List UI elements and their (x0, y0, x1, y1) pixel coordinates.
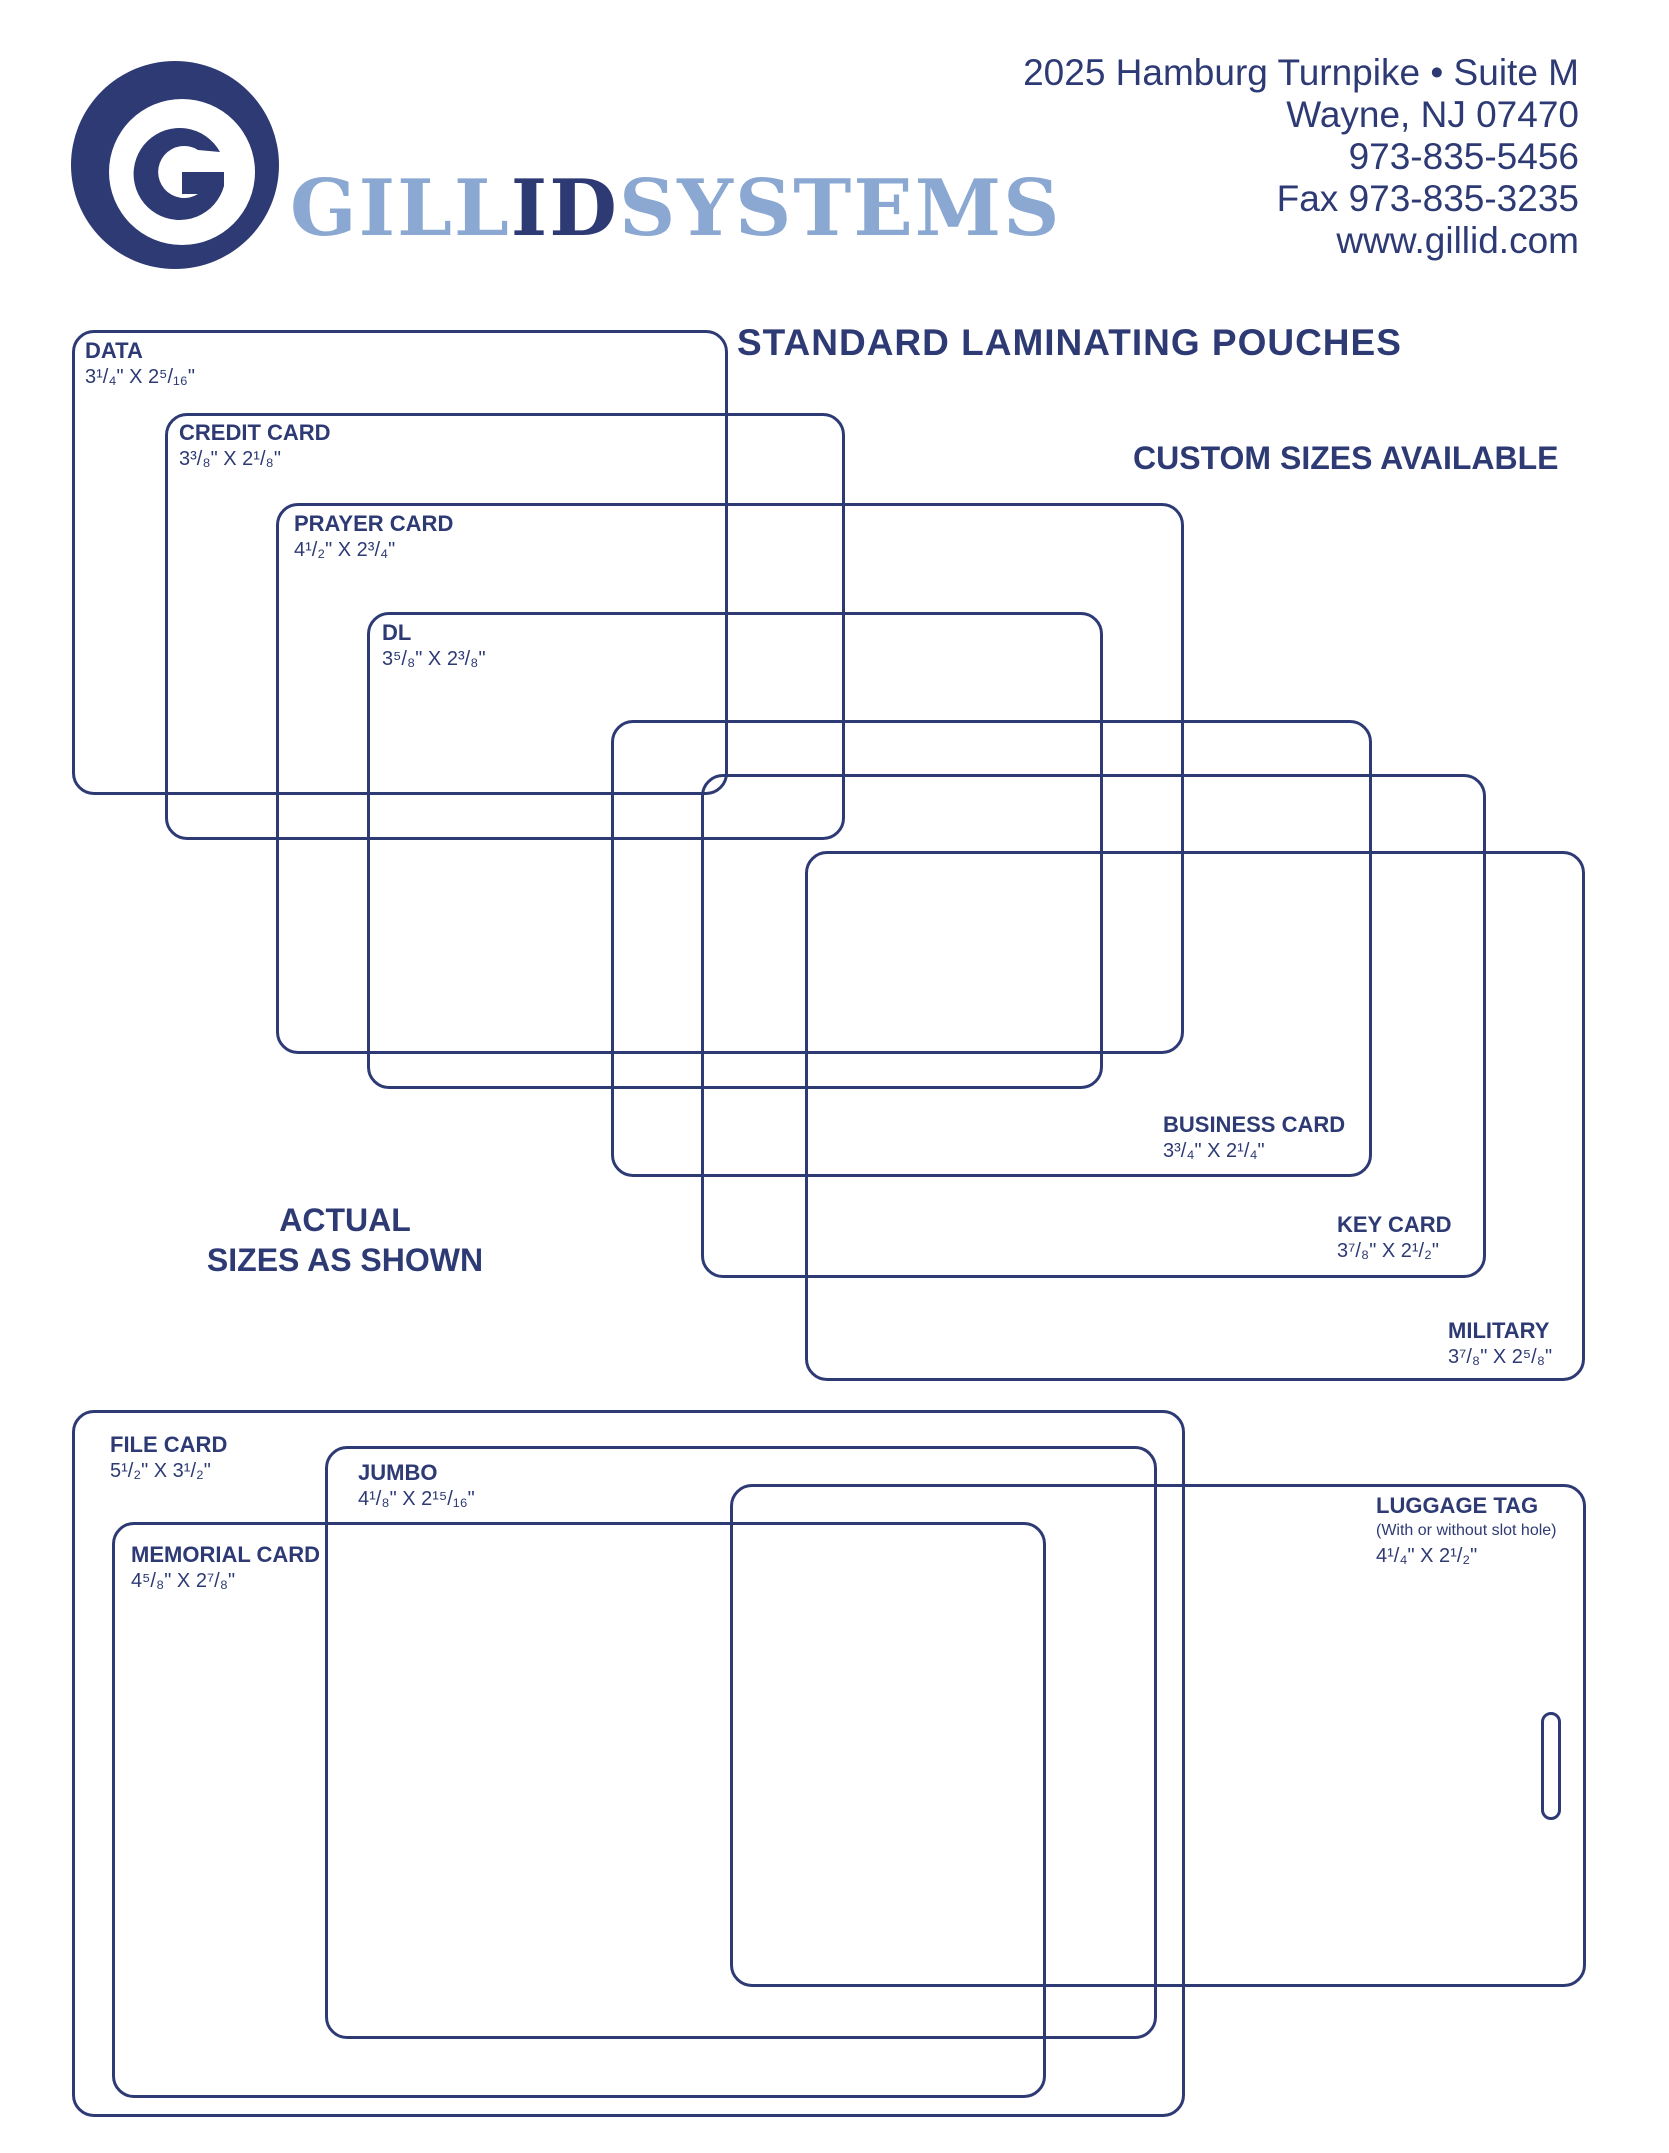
company-address: 2025 Hamburg Turnpike • Suite M Wayne, N… (1023, 52, 1579, 262)
label-jumbo: JUMBO 4¹/₈" X 2¹⁵/₁₆" (358, 1460, 475, 1512)
website-link[interactable]: www.gillid.com (1336, 220, 1579, 261)
custom-sizes-heading: CUSTOM SIZES AVAILABLE (1133, 440, 1559, 476)
pouch-size: 5¹/₂" X 3¹/₂" (110, 1460, 211, 1482)
gillid-g-logo-icon (71, 61, 279, 269)
fax-number: Fax 973-835-3235 (1276, 178, 1579, 219)
pouch-size: 4¹/₄" X 2¹/₂" (1376, 1545, 1478, 1567)
pouch-prayer-card-outline (276, 503, 1184, 1054)
label-luggage-tag: LUGGAGE TAG (With or without slot hole) … (1376, 1493, 1557, 1569)
luggage-tag-slot-hole (1541, 1712, 1561, 1820)
pouch-name: LUGGAGE TAG (1376, 1493, 1539, 1518)
label-military: MILITARY 3⁷/₈" X 2⁵/₈" (1448, 1318, 1552, 1370)
pouch-jumbo-outline (325, 1446, 1157, 2039)
pouch-size: 4¹/₂" X 2³/₄" (294, 539, 396, 561)
pouch-key-card-outline (701, 774, 1486, 1278)
pouch-name: PRAYER CARD (294, 511, 454, 536)
actual-line1: ACTUAL (279, 1202, 411, 1238)
address-line2: Wayne, NJ 07470 (1286, 94, 1579, 135)
pouch-size: 3³/₄" X 2¹/₄" (1163, 1140, 1265, 1162)
label-credit-card: CREDIT CARD 3³/₈" X 2¹/₈" (179, 420, 331, 472)
pouch-name: KEY CARD (1337, 1212, 1452, 1237)
pouch-name: MILITARY (1448, 1318, 1550, 1343)
phone-number: 973-835-5456 (1348, 136, 1579, 177)
pouch-size: 4¹/₈" X 2¹⁵/₁₆" (358, 1488, 475, 1510)
pouch-name: DATA (85, 338, 143, 363)
pouch-note: (With or without slot hole) (1376, 1522, 1557, 1539)
brand-systems: SYSTEMS (618, 163, 1062, 254)
pouch-name: CREDIT CARD (179, 420, 331, 445)
pouch-name: BUSINESS CARD (1163, 1112, 1346, 1137)
pouch-size: 3⁷/₈" X 2⁵/₈" (1448, 1346, 1553, 1368)
label-prayer-card: PRAYER CARD 4¹/₂" X 2³/₄" (294, 511, 453, 563)
pouch-military-outline (805, 851, 1585, 1381)
brand-gill: GILL (290, 163, 511, 254)
pouch-name: MEMORIAL CARD (131, 1542, 321, 1567)
pouch-memorial-card-outline (112, 1522, 1046, 2098)
pouch-business-card-outline (611, 720, 1372, 1177)
actual-line2: SIZES AS SHOWN (206, 1242, 484, 1278)
pouch-file-card-outline (72, 1410, 1185, 2117)
pouch-data-outline (72, 330, 728, 795)
label-key-card: KEY CARD 3⁷/₈" X 2¹/₂" (1337, 1212, 1452, 1264)
pouch-size: 3¹/₄" X 2⁵/₁₆" (85, 366, 195, 388)
pouch-name: JUMBO (358, 1460, 438, 1485)
label-file-card: FILE CARD 5¹/₂" X 3¹/₂" (110, 1432, 227, 1484)
pouch-size: 3⁵/₈" X 2³/₈" (382, 648, 486, 670)
label-dl: DL 3⁵/₈" X 2³/₈" (382, 620, 486, 672)
pouch-credit-card-outline (165, 413, 845, 840)
page-title: STANDARD LAMINATING POUCHES (737, 322, 1402, 363)
pouch-size: 3³/₈" X 2¹/₈" (179, 448, 281, 470)
pouch-size: 4⁵/₈" X 2⁷/₈" (131, 1570, 236, 1592)
actual-sizes-note: ACTUAL SIZES AS SHOWN (190, 1200, 500, 1280)
pouch-name: FILE CARD (110, 1432, 228, 1457)
pouch-size: 3⁷/₈" X 2¹/₂" (1337, 1240, 1439, 1262)
address-line1: 2025 Hamburg Turnpike • Suite M (1023, 52, 1579, 93)
label-business-card: BUSINESS CARD 3³/₄" X 2¹/₄" (1163, 1112, 1345, 1164)
label-data: DATA 3¹/₄" X 2⁵/₁₆" (85, 338, 195, 390)
pouch-dl-outline (367, 612, 1103, 1089)
pouch-name: DL (382, 620, 412, 645)
brand-wordmark: GILLIDSYSTEMS (290, 170, 1061, 248)
pouch-luggage-tag-outline (730, 1484, 1586, 1987)
label-memorial-card: MEMORIAL CARD 4⁵/₈" X 2⁷/₈" (131, 1542, 320, 1594)
brand-id: ID (510, 163, 619, 254)
